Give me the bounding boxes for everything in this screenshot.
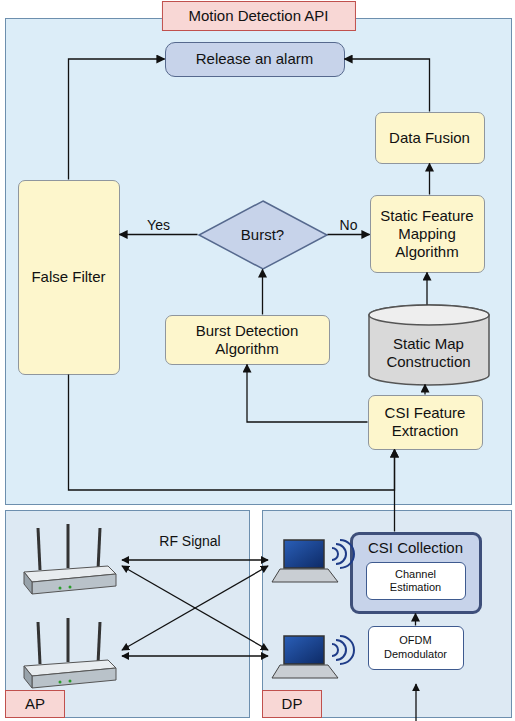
cylinder-top [369,305,489,325]
node-label: Burst Detection Algorithm [172,322,323,358]
node-label: CSI Feature Extraction [375,404,476,440]
panel-title: AP [5,690,65,718]
diamond-shape [199,201,327,269]
node-label: False Filter [31,268,105,286]
connector-arrow [328,234,370,235]
node-label: Static Map Construction [374,335,484,371]
panel-title: DP [262,690,322,718]
connector-arrow [262,270,263,315]
process-box: False Filter [18,180,120,375]
process-box: Static Feature Mapping Algorithm [370,195,485,273]
router-icon [24,524,116,594]
laptop-icon [272,636,354,678]
node-label: Release an alarm [196,50,314,68]
node-label: CSI Collection [368,539,463,557]
connector-arrow [69,375,395,491]
module-box: CSI CollectionChannel Estimation [350,532,482,614]
process-box: Data Fusion [375,112,485,164]
connector-arrow [424,385,425,395]
rf-link [122,560,268,656]
process-box: OFDM Demodulator [368,626,464,670]
connector-arrow [429,164,430,195]
edge-label: Yes [144,217,173,233]
router-icon [24,618,116,688]
cylinder-body [369,305,489,385]
signal-label: RF Signal [156,533,223,549]
connector-arrow [345,59,430,112]
process-box: CSI Feature Extraction [368,395,483,450]
database-cylinder: Static Map Construction [368,305,490,385]
decision-diamond: Burst? [198,200,328,270]
connector-arrow [120,234,198,235]
node-label: Channel Estimation [373,568,459,594]
laptop-icon [272,540,354,582]
node-label: Static Feature Mapping Algorithm [377,207,478,261]
process-box: Channel Estimation [366,562,466,600]
api-panel: Motion Detection APIRelease an alarmData… [5,18,512,505]
edge-label: No [337,217,361,233]
connector-arrow [426,273,427,305]
panel-title: Motion Detection API [161,1,355,31]
terminal-box: Release an alarm [165,42,345,77]
node-label: OFDM Demodulator [375,634,457,660]
connector-arrow [394,450,395,532]
connector-arrow [69,59,165,180]
connector-arrow [247,365,368,423]
process-box: Burst Detection Algorithm [165,315,330,365]
node-label: Burst? [241,226,284,244]
connector-arrow [415,614,416,626]
input-arrow [415,684,416,721]
node-label: Data Fusion [389,129,470,147]
